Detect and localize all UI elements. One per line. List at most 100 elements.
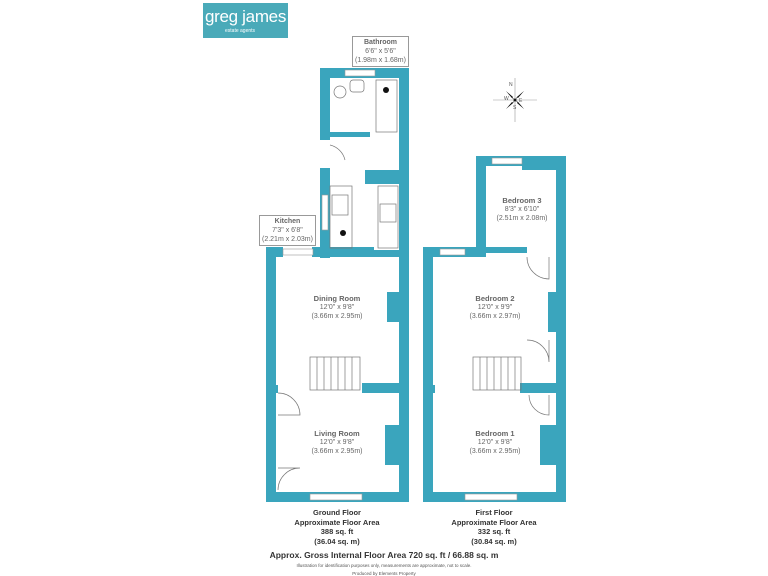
wall — [266, 247, 276, 502]
area-sqft: 332 sq. ft — [477, 527, 511, 536]
compass-label-n: N — [509, 82, 513, 88]
door-swing — [277, 467, 301, 491]
wall — [374, 250, 399, 257]
plan-mark — [340, 230, 346, 236]
door-swing — [277, 392, 301, 416]
wall — [387, 292, 399, 322]
door-swing — [526, 256, 550, 280]
room-name: Dining Room — [313, 294, 361, 303]
plan-mark — [506, 91, 524, 109]
room-name: Bedroom 1 — [475, 429, 515, 438]
area-sqft: 388 sq. ft — [320, 527, 354, 536]
door-swing — [329, 144, 346, 161]
ground-floor-area: Ground Floor Approximate Floor Area 388 … — [294, 508, 379, 546]
room-metric: (3.66m x 2.97m) — [469, 313, 521, 320]
logo-name: greg james — [204, 7, 287, 26]
wall — [312, 247, 374, 257]
logo-subtitle: estate agents — [225, 28, 256, 34]
plan-mark — [309, 356, 361, 391]
toilet — [333, 85, 347, 99]
bedroom-1-label: Bedroom 1 12'0" x 9'8" (3.66m x 2.95m) — [470, 429, 521, 456]
disclaimer: Illustration for identification purposes… — [296, 563, 472, 568]
room-name: Living Room — [314, 429, 360, 438]
wall — [266, 385, 278, 393]
stairs — [472, 356, 522, 391]
wall — [540, 425, 556, 465]
window — [464, 493, 518, 501]
hob — [379, 203, 397, 223]
plan-mark — [513, 98, 517, 102]
kitchen-counter — [377, 185, 399, 249]
room-name: Bathroom — [363, 39, 398, 46]
room-imperial: 6'6" x 5'6" — [365, 48, 396, 55]
room-name: Bedroom 2 — [475, 294, 515, 303]
wall — [520, 383, 556, 393]
room-metric: (3.66m x 2.95m) — [311, 448, 363, 455]
area-title: Ground Floor — [313, 508, 361, 517]
bath — [375, 79, 398, 133]
window — [491, 157, 523, 165]
wall — [522, 156, 566, 170]
compass-label-w: W — [504, 96, 509, 102]
compass-label-s: S — [513, 105, 517, 111]
room-metric: (1.98m x 1.68m) — [355, 57, 406, 64]
ground-floor-fixtures — [277, 79, 399, 491]
room-name: Kitchen — [274, 218, 301, 225]
gross-floor-area: Approx. Gross Internal Floor Area 720 sq… — [269, 550, 499, 560]
ground-floor-windows — [282, 69, 376, 501]
area-label: Approximate Floor Area — [294, 517, 380, 527]
wall — [365, 170, 399, 184]
wall — [556, 156, 566, 502]
room-metric: (3.66m x 2.95m) — [311, 313, 363, 320]
plan-mark — [383, 87, 389, 93]
kitchen-sink — [331, 194, 349, 216]
bathroom-callout: Bathroom 6'6" x 5'6" (1.98m x 1.68m) — [352, 36, 409, 67]
room-imperial: 8'3" x 6'10" — [504, 206, 540, 213]
wall — [362, 383, 409, 393]
compass-label-e: E — [519, 98, 523, 104]
room-name: Bedroom 3 — [502, 196, 542, 205]
sink — [349, 79, 365, 93]
wall — [423, 247, 433, 502]
kitchen-callout: Kitchen 7'3" x 6'8" (2.21m x 2.03m) — [259, 215, 316, 246]
compass-icon — [493, 78, 537, 122]
room-imperial: 12'0" x 9'9" — [477, 304, 513, 311]
logo: greg james estate agents — [203, 3, 288, 38]
window — [344, 69, 376, 77]
wall — [385, 425, 399, 465]
area-sqm: (36.04 sq. m) — [314, 536, 360, 546]
bedroom-3-label: Bedroom 3 8'3" x 6'10" (2.51m x 2.08m) — [497, 196, 548, 223]
room-metric: (3.66m x 2.95m) — [469, 448, 521, 455]
wall — [330, 132, 370, 137]
room-metric: (2.51m x 2.08m) — [496, 215, 548, 222]
wall — [476, 156, 486, 257]
area-sqm: (30.84 sq. m) — [471, 536, 517, 546]
first-floor-fixtures — [472, 256, 550, 416]
door-swing — [526, 339, 550, 363]
room-imperial: 12'0" x 9'8" — [319, 439, 355, 446]
stairs — [309, 356, 361, 391]
room-imperial: 12'0" x 9'8" — [477, 439, 513, 446]
area-title: First Floor — [475, 508, 513, 517]
area-label: Approximate Floor Area — [451, 517, 537, 527]
wall — [486, 247, 527, 253]
living-room-label: Living Room 12'0" x 9'8" (3.66m x 2.95m) — [312, 429, 363, 456]
plan-mark — [472, 356, 522, 391]
room-metric: (2.21m x 2.03m) — [262, 236, 313, 243]
window — [282, 248, 314, 256]
dining-room-label: Dining Room 12'0" x 9'8" (3.66m x 2.95m) — [312, 294, 363, 321]
wall — [423, 385, 435, 393]
room-imperial: 12'0" x 9'8" — [319, 304, 355, 311]
window — [321, 194, 329, 231]
room-imperial: 7'3" x 6'8" — [272, 227, 303, 234]
first-floor-area: First Floor Approximate Floor Area 332 s… — [451, 508, 536, 546]
wall — [320, 68, 330, 140]
first-floor-windows — [439, 157, 523, 501]
window — [439, 248, 466, 256]
door-swing — [528, 394, 550, 416]
wall — [399, 68, 409, 502]
window — [309, 493, 363, 501]
wall — [548, 292, 556, 332]
kitchen-counter — [329, 185, 353, 249]
